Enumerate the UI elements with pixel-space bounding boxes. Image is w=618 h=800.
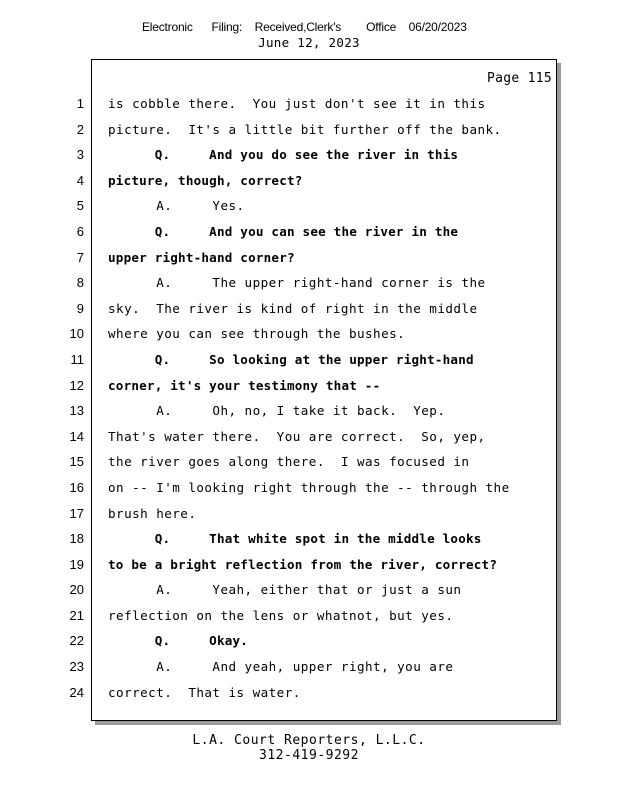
line-text: picture, though, correct? xyxy=(108,172,303,188)
line-text: corner, it's your testimony that -- xyxy=(108,377,381,393)
line-number: 16 xyxy=(69,479,84,495)
transcript-line: 2 picture. It's a little bit further off … xyxy=(0,117,618,143)
page-frame xyxy=(91,59,557,721)
line-number: 13 xyxy=(69,403,84,419)
line-text: the river goes along there. I was focuse… xyxy=(108,454,470,470)
transcript-line: 9 sky. The river is kind of right in the … xyxy=(0,296,618,322)
header-date: June 12, 2023 xyxy=(258,35,360,50)
line-text: That's water there. You are correct. So,… xyxy=(108,428,486,444)
line-text: A. Yes. xyxy=(108,198,245,214)
line-text: sky. The river is kind of right in the m… xyxy=(108,300,478,316)
transcript-line: 24 correct. That is water. xyxy=(0,680,618,706)
transcript-line: 16 on -- I'm looking right through the --… xyxy=(0,475,618,501)
transcript-line: 4 picture, though, correct? xyxy=(0,168,618,194)
transcript-line: 10 where you can see through the bushes. xyxy=(0,321,618,347)
line-text: is cobble there. You just don't see it i… xyxy=(108,96,486,111)
line-text: A. Yeah, either that or just a sun xyxy=(108,582,462,598)
transcript-line: 21 reflection on the lens or whatnot, but… xyxy=(0,603,618,629)
line-text: brush here. xyxy=(108,505,197,521)
line-number: 12 xyxy=(69,377,84,393)
footer-phone: 312-419-9292 xyxy=(259,748,359,763)
transcript-line: 8 A. The upper right-hand corner is the xyxy=(0,270,618,296)
line-text: Q. And you can see the river in the xyxy=(108,223,459,239)
line-text: Q. Okay. xyxy=(108,633,249,649)
transcript-line: 3 Q. And you do see the river in this xyxy=(0,142,618,168)
line-text: on -- I'm looking right through the -- t… xyxy=(108,479,510,495)
transcript-line: 13 A. Oh, no, I take it back. Yep. xyxy=(0,398,618,424)
line-number: 15 xyxy=(69,454,84,470)
line-text: picture. It's a little bit further off t… xyxy=(108,121,502,137)
filing-stamp: Electronic Filing: Received,Clerk's Offi… xyxy=(142,20,467,34)
line-text: Q. That white spot in the middle looks xyxy=(108,531,482,547)
line-number: 21 xyxy=(69,607,84,623)
line-number: 20 xyxy=(69,582,84,598)
line-number: 4 xyxy=(76,172,84,188)
line-number: 3 xyxy=(76,147,84,163)
transcript-line: 20 A. Yeah, either that or just a sun xyxy=(0,577,618,603)
line-number: 2 xyxy=(76,121,84,137)
line-text: reflection on the lens or whatnot, but y… xyxy=(108,607,454,623)
line-text: where you can see through the bushes. xyxy=(108,326,406,342)
transcript-line: 19 to be a bright reflection from the riv… xyxy=(0,552,618,578)
transcript-line: 18 Q. That white spot in the middle look… xyxy=(0,526,618,552)
line-number: 7 xyxy=(76,249,84,265)
line-number: 10 xyxy=(69,326,84,342)
transcript-line: 14 That's water there. You are correct. S… xyxy=(0,424,618,450)
line-number: 22 xyxy=(69,633,84,649)
line-number: 6 xyxy=(76,223,84,239)
transcript-line: 5 A. Yes. xyxy=(0,193,618,219)
line-number: 8 xyxy=(76,275,84,291)
line-number: 17 xyxy=(69,505,84,521)
line-number: 9 xyxy=(76,300,84,316)
line-number: 11 xyxy=(70,351,85,367)
transcript-line: 22 Q. Okay. xyxy=(0,628,618,654)
transcript-lines: 1 is cobble there. You just don't see it … xyxy=(0,91,618,705)
line-text: correct. That is water. xyxy=(108,684,301,700)
line-text: Q. And you do see the river in this xyxy=(108,147,459,163)
footer-company: L.A. Court Reporters, L.L.C. xyxy=(192,733,426,748)
transcript-line: 17 brush here. xyxy=(0,501,618,527)
footer: L.A. Court Reporters, L.L.C. 312-419-929… xyxy=(0,733,618,763)
transcript-line: 6 Q. And you can see the river in the xyxy=(0,219,618,245)
transcript-line: 23 A. And yeah, upper right, you are xyxy=(0,654,618,680)
line-text: Q. So looking at the upper right-hand xyxy=(108,351,474,367)
line-text: A. And yeah, upper right, you are xyxy=(108,659,454,675)
page-number: Page 115 xyxy=(486,71,552,86)
line-number: 18 xyxy=(69,531,84,547)
line-text: A. The upper right-hand corner is the xyxy=(108,275,486,291)
transcript-line: 11 Q. So looking at the upper right-hand xyxy=(0,347,618,373)
transcript-line: 7 upper right-hand corner? xyxy=(0,245,618,271)
line-text: A. Oh, no, I take it back. Yep. xyxy=(108,403,446,419)
line-number: 14 xyxy=(69,428,84,444)
line-number: 19 xyxy=(69,556,84,572)
line-number: 23 xyxy=(69,659,84,675)
line-text: to be a bright reflection from the river… xyxy=(108,556,498,572)
transcript-line: 15 the river goes along there. I was focu… xyxy=(0,449,618,475)
transcript-line: 1 is cobble there. You just don't see it … xyxy=(0,91,618,117)
line-number: 24 xyxy=(69,684,84,700)
transcript-line: 12 corner, it's your testimony that -- xyxy=(0,373,618,399)
line-number: 1 xyxy=(76,96,84,111)
line-number: 5 xyxy=(76,198,84,214)
line-text: upper right-hand corner? xyxy=(108,249,295,265)
